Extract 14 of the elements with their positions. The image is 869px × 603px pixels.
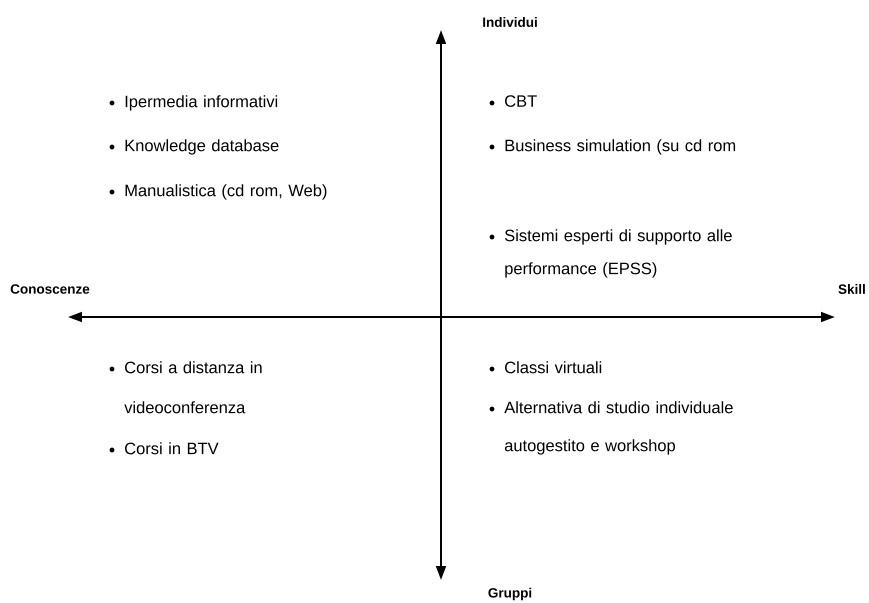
list-item: Classi virtuali [505, 361, 602, 374]
list-item: Corsi a distanza in videoconferenza [124, 361, 262, 414]
list-item: CBT [505, 95, 537, 107]
list-item: Sistemi esperti di supporto alle performance (EPSS) [504, 229, 732, 278]
list-item: Knowledge database [126, 139, 278, 155]
axis-label: Conoscenze [10, 284, 90, 294]
list-item: Ipermedia informativi [126, 95, 278, 111]
axis-label: Gruppi [488, 588, 532, 600]
list-item: Alternativa di studio individuale autogestito e workshop [504, 401, 733, 455]
list-item: Manualistica (cd rom, Web) [126, 184, 326, 200]
axis-label: Individui [483, 17, 537, 27]
axis-label: Skill [838, 284, 865, 294]
list-item: Business simulation (su cd rom [506, 139, 736, 155]
list-item: Corsi in BTV [125, 442, 219, 454]
